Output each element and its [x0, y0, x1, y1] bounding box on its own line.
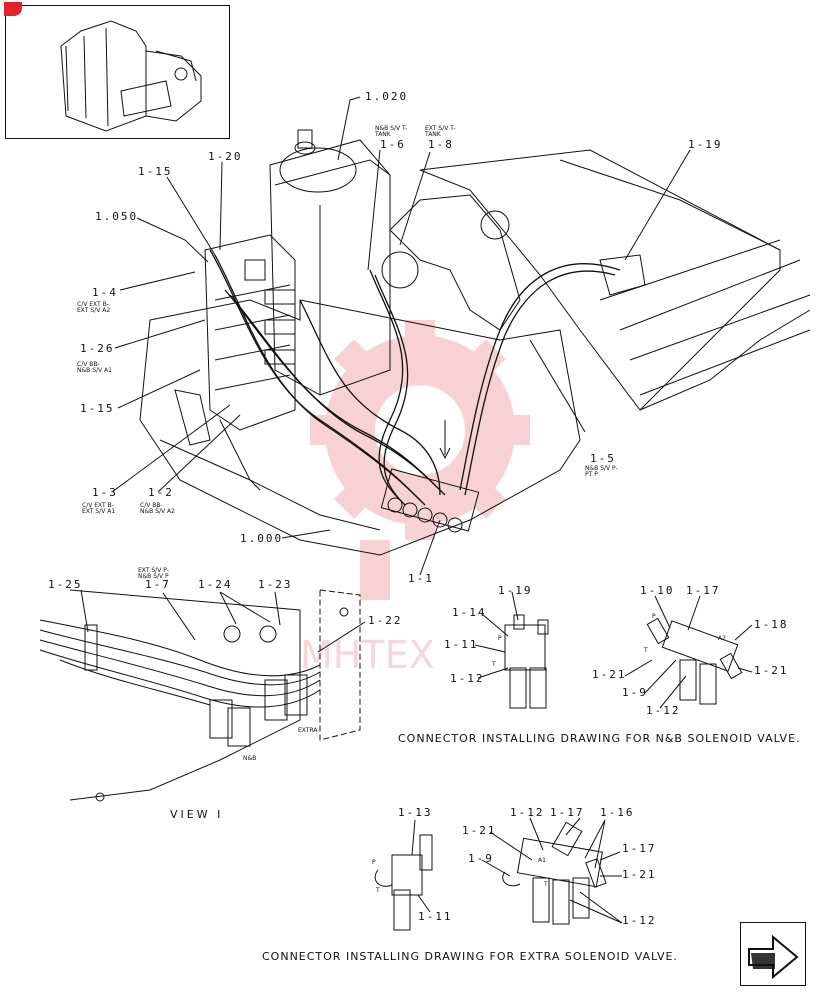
- part-label-1-9-extra: 1-9: [468, 852, 494, 865]
- part-label-1-15-top: 1-15: [138, 165, 173, 178]
- port-p-nb: P: [498, 635, 502, 642]
- overview-thumbnail: [4, 2, 230, 139]
- part-label-1-11-nb: 1-11: [444, 638, 479, 651]
- part-label-1-18: 1-18: [754, 618, 789, 631]
- view-i-caption: VIEW I: [170, 808, 224, 821]
- part-label-1-12-extra: 1-12: [510, 806, 545, 819]
- next-page-button[interactable]: [740, 922, 806, 986]
- port-t-nb-right: T: [644, 647, 648, 654]
- part-label-1-12-nb: 1-12: [450, 672, 485, 685]
- note-cv-ext-a1: C/V EXT B- EXT S/V A1: [82, 502, 116, 515]
- right-solenoid-bracket: [599, 254, 646, 296]
- part-label-1-2: 1-2: [148, 486, 174, 499]
- part-label-1-7: 1-7: [145, 578, 171, 591]
- extra-solenoid-caption: CONNECTOR INSTALLING DRAWING FOR EXTRA S…: [262, 950, 678, 963]
- hydraulic-tank: [269, 129, 391, 396]
- part-label-1-10: 1-10: [640, 584, 675, 597]
- part-label-1-13: 1-13: [398, 806, 433, 819]
- note-extra: EXTRA: [298, 727, 318, 734]
- note-cv-nb-a2: C/V BB- N&B S/V A2: [140, 502, 175, 515]
- note-nb-pt: N&B S/V P- PT P: [585, 465, 618, 478]
- part-label-1-25: 1-25: [48, 578, 83, 591]
- note-ext-nb-p: EXT S/V P- N&B S/V P: [138, 567, 169, 580]
- part-label-1-1: 1-1: [408, 572, 434, 585]
- cab-thumbnail-icon: [60, 20, 202, 132]
- extra-solenoid-detail-right: [502, 821, 607, 925]
- arrow-right-icon: [748, 934, 799, 980]
- part-label-1020: 1.020: [365, 90, 409, 103]
- part-label-1-16: 1-16: [600, 806, 635, 819]
- extra-solenoid-detail-left: [374, 834, 433, 931]
- part-label-1-17-extra-top: 1-17: [550, 806, 585, 819]
- part-label-1-26: 1-26: [80, 342, 115, 355]
- part-label-1-19-top: 1-19: [688, 138, 723, 151]
- part-label-1-21-nb-left: 1-21: [592, 668, 627, 681]
- part-label-1-17-nb: 1-17: [686, 584, 721, 597]
- part-label-1-20: 1-20: [208, 150, 243, 163]
- part-label-1000: 1.000: [240, 532, 284, 545]
- port-a2-nb-right: A2: [718, 635, 726, 642]
- part-label-1-6: 1-6: [380, 138, 406, 151]
- control-valve-block: [204, 234, 296, 431]
- port-t-nb: T: [492, 661, 496, 668]
- port-p-extra: P: [372, 859, 376, 866]
- note-nb: N&B: [243, 755, 257, 762]
- port-t-extra: T: [376, 887, 380, 894]
- part-label-1-12-extra-bottom: 1-12: [622, 914, 657, 927]
- part-label-1-19-detail: 1-19: [498, 584, 533, 597]
- part-label-1-21-nb-right: 1-21: [754, 664, 789, 677]
- part-label-1050: 1.050: [95, 210, 139, 223]
- part-label-1-24: 1-24: [198, 578, 233, 591]
- note-cv-ext-b: C/V EXT B- EXT S/V A2: [77, 301, 111, 314]
- part-label-1-21-extra-right: 1-21: [622, 868, 657, 881]
- nb-solenoid-detail-right: [646, 617, 743, 705]
- part-label-1-23: 1-23: [258, 578, 293, 591]
- part-label-1-11-extra: 1-11: [418, 910, 453, 923]
- part-label-1-4: 1-4: [92, 286, 118, 299]
- note-nb-tank: N&B S/V T- TANK: [375, 125, 408, 138]
- boom-bracket: [389, 194, 521, 331]
- base-plate: [139, 299, 581, 556]
- part-label-1-12-nb-right: 1-12: [646, 704, 681, 717]
- part-label-1-21-extra-left: 1-21: [462, 824, 497, 837]
- view-i-detail: [39, 589, 361, 802]
- part-label-1-15-mid: 1-15: [80, 402, 115, 415]
- port-p-nb-right: P: [652, 613, 656, 620]
- note-ext-tank: EXT S/V T- TANK: [425, 125, 456, 138]
- part-label-1-17-extra-right: 1-17: [622, 842, 657, 855]
- watermark-gear: [310, 320, 530, 600]
- page-badge-icon: [4, 2, 22, 16]
- watermark-text: MHTEX: [300, 633, 435, 677]
- solenoid-valve-cluster: [380, 468, 480, 533]
- part-label-1-9-nb: 1-9: [622, 686, 648, 699]
- nb-solenoid-detail: [504, 614, 549, 709]
- port-a1-extra: A1: [538, 857, 546, 864]
- port-t-extra-right: T: [544, 881, 548, 888]
- part-label-1-14: 1-14: [452, 606, 487, 619]
- note-cv-nb-a1: C/V BB- N&B S/V A1: [77, 361, 112, 374]
- part-label-1-22: 1-22: [368, 614, 403, 627]
- part-label-1-5: 1-5: [590, 452, 616, 465]
- nb-solenoid-caption: CONNECTOR INSTALLING DRAWING FOR N&B SOL…: [398, 732, 801, 745]
- part-label-1-8: 1-8: [428, 138, 454, 151]
- part-label-1-3: 1-3: [92, 486, 118, 499]
